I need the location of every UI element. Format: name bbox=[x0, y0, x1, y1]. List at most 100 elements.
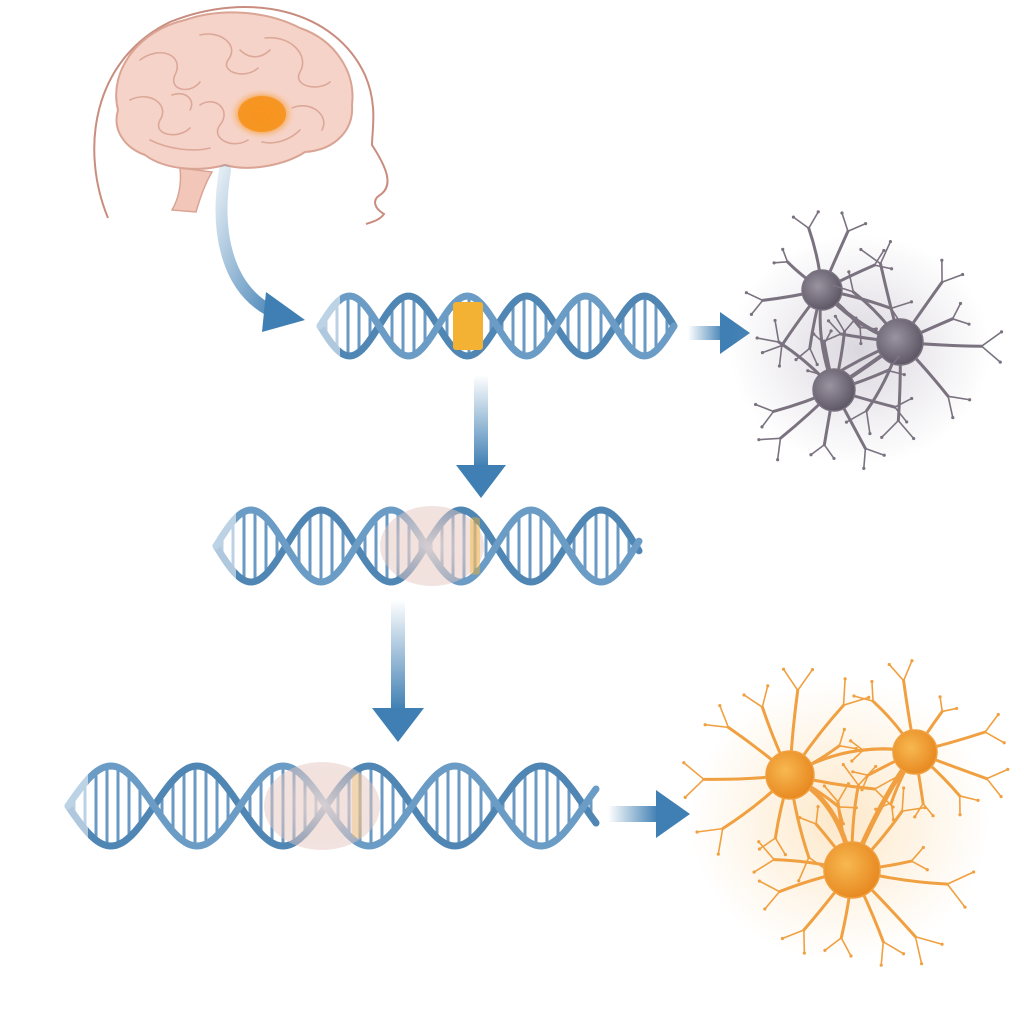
neuron-dendrite-branch bbox=[758, 437, 782, 441]
neuron-dendrite-branch bbox=[880, 940, 885, 966]
neuron-dendrite-branch bbox=[757, 840, 775, 861]
neuron-terminal bbox=[912, 436, 916, 441]
neuron-terminal bbox=[826, 319, 831, 323]
brain-head-icon bbox=[93, 6, 389, 225]
neuron-terminal bbox=[996, 712, 1000, 717]
neuron-dendrite-branch bbox=[745, 291, 764, 302]
dna-fade bbox=[314, 286, 340, 366]
dna-fade bbox=[210, 500, 236, 592]
neuron-dendrite-branch bbox=[859, 326, 878, 330]
neuron-terminal bbox=[815, 362, 819, 367]
neuron-soma bbox=[765, 750, 815, 800]
neuron-terminal bbox=[802, 951, 806, 955]
arrow-editing-to-corrected bbox=[372, 600, 424, 742]
neuron-dendrite-branch bbox=[773, 261, 789, 264]
neuron-dendrite-branch bbox=[980, 345, 1002, 363]
neuron-terminal bbox=[859, 341, 863, 346]
head-outline bbox=[93, 6, 389, 225]
neuron-dendrite-branch bbox=[886, 356, 900, 372]
neuron-dendrite-branch bbox=[879, 240, 892, 265]
neuron-terminal bbox=[780, 936, 785, 941]
neuron-terminal bbox=[895, 775, 899, 779]
neuron-dendrite-branch bbox=[980, 331, 1003, 347]
neuron-soma bbox=[812, 368, 856, 412]
dna-edit-overlay bbox=[380, 506, 484, 586]
neuron-terminal bbox=[999, 795, 1003, 799]
neuron-dendrite-branch bbox=[922, 802, 934, 817]
neuron-terminal bbox=[718, 704, 722, 708]
neuron-terminal bbox=[951, 415, 955, 420]
neuron-dendrite-branch bbox=[910, 860, 929, 871]
neuron-terminal bbox=[909, 300, 914, 304]
neuron-cell bbox=[753, 314, 914, 471]
neuron-terminal bbox=[1006, 767, 1010, 771]
neuron-soma bbox=[823, 841, 881, 899]
neuron-terminal bbox=[968, 398, 972, 402]
neuron-dendrite-branch bbox=[951, 302, 962, 320]
neuron-terminal bbox=[797, 879, 801, 883]
neuron-terminal bbox=[999, 330, 1004, 334]
neuron-terminal bbox=[976, 798, 980, 802]
neuron-dendrite-branch bbox=[832, 284, 855, 293]
neuron-terminal bbox=[791, 215, 796, 219]
arrow-dna-to-orange-neurons bbox=[608, 790, 690, 838]
neuron-terminal bbox=[757, 847, 762, 851]
neuron-terminal bbox=[773, 318, 777, 323]
neuron-terminal bbox=[843, 677, 847, 681]
neuron-dendrite-branch bbox=[837, 782, 850, 803]
neuron-dendrite-branch bbox=[894, 397, 913, 408]
neuron-dendrite-branch bbox=[754, 403, 775, 413]
arrow-icon bbox=[656, 790, 690, 838]
neuron-terminal bbox=[882, 453, 886, 457]
neuron-terminal bbox=[816, 805, 820, 809]
neuron-dendrite-branch bbox=[848, 271, 855, 293]
neuron-terminal bbox=[874, 327, 878, 331]
neuron-terminal bbox=[842, 727, 846, 731]
neuron-terminal bbox=[854, 316, 858, 320]
neuron-terminal bbox=[841, 762, 845, 767]
neuron-terminal bbox=[757, 840, 761, 844]
neuron-dendrite-branch bbox=[951, 318, 970, 325]
neuron-dendrite-branch bbox=[743, 694, 764, 708]
neuron-dendrite-branch bbox=[824, 937, 843, 952]
neuron-terminal bbox=[844, 420, 849, 424]
neuron-terminal bbox=[749, 312, 754, 317]
neuron-dendrite-branch bbox=[778, 344, 783, 367]
neuron-dendrite-branch bbox=[776, 437, 782, 461]
arrow-brain-to-dna bbox=[215, 164, 305, 332]
neuron-terminal bbox=[931, 814, 935, 818]
neuron-dendrite-branch bbox=[792, 216, 810, 230]
neuron-dendrite-branch bbox=[851, 770, 869, 777]
brain-folds bbox=[129, 33, 331, 151]
neuron-terminal bbox=[753, 402, 758, 407]
brain-body bbox=[115, 11, 354, 170]
neuron-dendrite-branch bbox=[838, 728, 846, 747]
neuron-dendrite-branch bbox=[871, 680, 874, 702]
neuron-terminal bbox=[809, 453, 813, 457]
neuron-terminal bbox=[849, 954, 853, 958]
neuron-terminal bbox=[744, 291, 748, 295]
neuron-terminal bbox=[695, 830, 699, 834]
brain-stem bbox=[170, 167, 214, 213]
arrow-mutated-to-editing bbox=[456, 375, 506, 498]
neuron-dendrite-branch bbox=[862, 447, 867, 470]
neuron-dendrite-branch bbox=[717, 827, 724, 855]
neuron-terminal bbox=[940, 258, 944, 262]
neuron-dendrite-branch bbox=[815, 805, 819, 825]
neuron-dendrite-branch bbox=[842, 763, 860, 786]
neuron-terminal bbox=[896, 355, 900, 359]
neuron-dendrite-branch bbox=[823, 330, 832, 345]
neuron-dendrite-branch bbox=[985, 777, 1002, 798]
neuron-soma bbox=[892, 729, 938, 775]
neuron-terminal bbox=[967, 322, 971, 326]
neuron-cell bbox=[744, 210, 914, 368]
neuron-terminal bbox=[840, 211, 844, 215]
neuron-terminal bbox=[958, 813, 962, 817]
neuron-dendrite-branch bbox=[704, 723, 730, 729]
neuron-dendrite-branch bbox=[807, 211, 820, 230]
neuron-dendrite-branch bbox=[947, 395, 971, 401]
neuron-soma bbox=[801, 269, 843, 311]
neuron-terminal bbox=[777, 364, 782, 368]
neuron-terminal bbox=[867, 695, 871, 699]
